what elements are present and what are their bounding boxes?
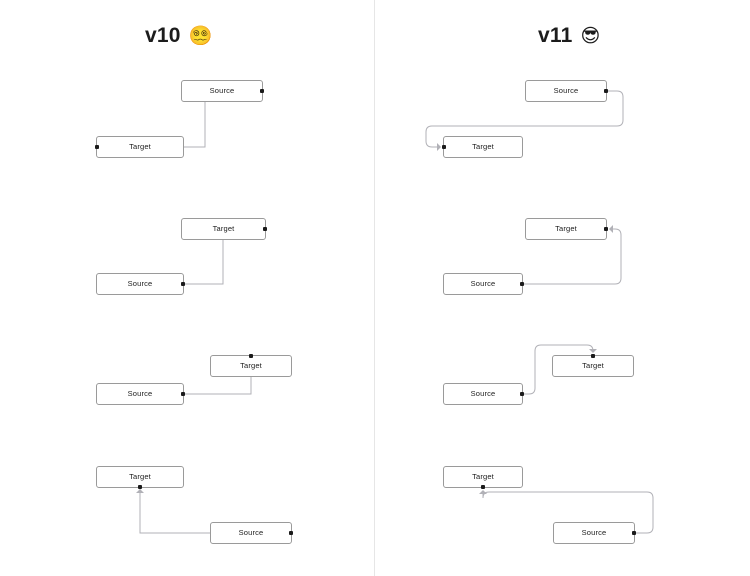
- node-source-v10-row-3[interactable]: Source: [96, 383, 185, 405]
- node-label: Target: [212, 224, 235, 234]
- column-divider: [374, 0, 375, 576]
- handle-left-icon[interactable]: [442, 145, 446, 149]
- handle-right-icon[interactable]: [632, 531, 636, 535]
- node-label: Target: [472, 142, 494, 152]
- face-with-spiral-eyes-icon: 😵‍💫: [188, 25, 213, 47]
- node-label: Target: [240, 361, 262, 371]
- node-label: Source: [209, 86, 235, 96]
- node-source-v11-row-4[interactable]: Source: [553, 522, 636, 544]
- node-label: Target: [129, 472, 151, 482]
- handle-bottom-icon[interactable]: [138, 485, 142, 489]
- edge-arrowhead-icon: [589, 349, 597, 353]
- handle-top-icon[interactable]: [249, 354, 253, 358]
- node-target-v11-row-1[interactable]: Target: [442, 136, 523, 158]
- node-target-v11-row-4[interactable]: Target: [443, 466, 523, 489]
- handle-right-icon[interactable]: [263, 227, 267, 231]
- handle-bottom-icon[interactable]: [481, 485, 485, 489]
- node-label: Target: [129, 142, 151, 152]
- node-source-v10-row-4[interactable]: Source: [210, 522, 293, 544]
- node-source-v11-row-2[interactable]: Source: [443, 273, 524, 295]
- handle-right-icon[interactable]: [604, 89, 608, 93]
- node-target-v11-row-2[interactable]: Target: [525, 218, 608, 240]
- column-title-v10: v10 😵‍💫: [145, 24, 213, 48]
- node-label: Source: [581, 528, 607, 538]
- handle-right-icon[interactable]: [289, 531, 293, 535]
- node-target-v10-row-1[interactable]: Target: [95, 136, 184, 158]
- smiling-face-with-sunglasses-icon: 😎: [580, 25, 601, 47]
- node-label: Source: [553, 86, 579, 96]
- handle-top-icon[interactable]: [591, 354, 595, 358]
- handle-right-icon[interactable]: [181, 282, 185, 286]
- node-source-v10-row-1[interactable]: Source: [181, 80, 264, 102]
- handle-right-icon[interactable]: [604, 227, 608, 231]
- node-label: Source: [238, 528, 264, 538]
- node-target-v11-row-3[interactable]: Target: [552, 354, 634, 377]
- node-label: Target: [582, 361, 604, 371]
- node-source-v10-row-2[interactable]: Source: [96, 273, 185, 295]
- edge-arrowhead-icon: [479, 490, 487, 494]
- node-label: Target: [472, 472, 494, 482]
- node-source-v11-row-3[interactable]: Source: [443, 383, 524, 405]
- node-label: Source: [127, 389, 153, 399]
- node-label: Source: [470, 389, 496, 399]
- column-title-v10-text: v10: [145, 24, 181, 47]
- edge-arrowhead-icon: [437, 143, 441, 151]
- column-title-v11-text: v11: [538, 24, 573, 47]
- node-source-v11-row-1[interactable]: Source: [525, 80, 608, 102]
- handle-right-icon[interactable]: [181, 392, 185, 396]
- handle-left-icon[interactable]: [95, 145, 99, 149]
- node-target-v10-row-3[interactable]: Target: [210, 354, 292, 377]
- handle-right-icon[interactable]: [520, 282, 524, 286]
- node-label: Source: [470, 279, 496, 289]
- node-target-v10-row-2[interactable]: Target: [181, 218, 267, 240]
- column-title-v11: v11 😎: [538, 24, 601, 48]
- node-label: Target: [555, 224, 577, 234]
- handle-right-icon[interactable]: [260, 89, 264, 93]
- edge-arrowhead-icon: [136, 489, 144, 493]
- node-target-v10-row-4[interactable]: Target: [96, 466, 184, 489]
- node-label: Source: [127, 279, 153, 289]
- handle-right-icon[interactable]: [520, 392, 524, 396]
- edge-arrowhead-icon: [609, 225, 613, 233]
